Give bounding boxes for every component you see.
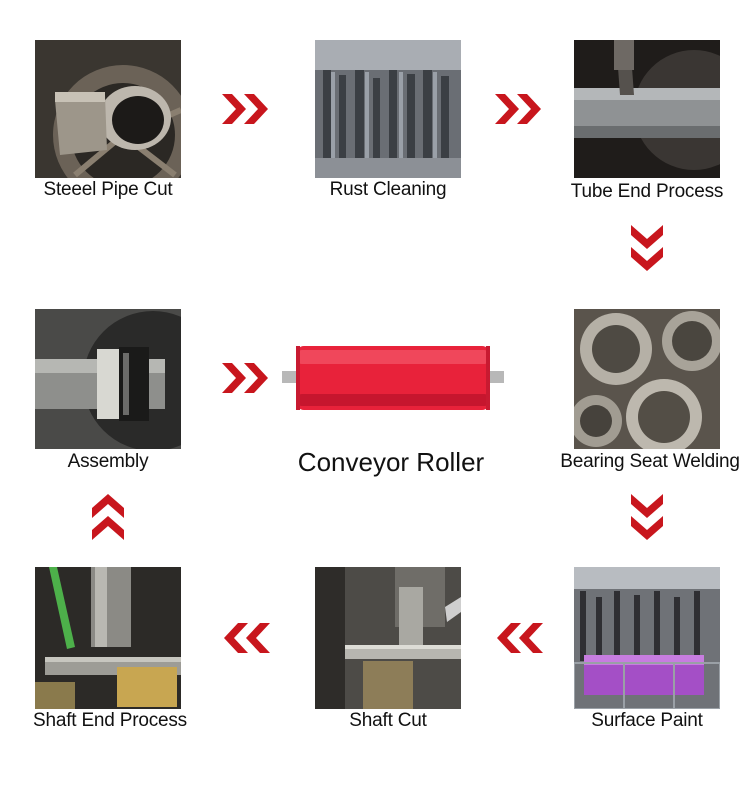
arrow-right-icon — [222, 363, 270, 393]
photo-surface-paint — [574, 567, 720, 709]
bearing-seat-welding-image — [574, 309, 720, 449]
label-shaft-end-process: Shaft End Process — [33, 710, 187, 731]
arrow-down-icon — [631, 225, 663, 273]
photo-rust-cleaning — [315, 40, 461, 178]
label-rust-cleaning: Rust Cleaning — [329, 179, 447, 200]
surface-paint-image — [574, 567, 720, 709]
shaft-cut-image — [315, 567, 461, 709]
arrow-down-icon — [631, 494, 663, 542]
label-tube-end-process: Tube End Process — [570, 181, 724, 202]
steel-pipe-cut-image — [35, 40, 181, 178]
conveyor-roller-image — [282, 346, 504, 410]
arrow-up-icon — [92, 494, 124, 542]
product-label: Conveyor Roller — [297, 447, 485, 477]
arrow-right-icon — [222, 94, 270, 124]
tube-end-process-image — [574, 40, 720, 178]
rust-cleaning-image — [315, 40, 461, 178]
photo-assembly — [35, 309, 181, 449]
photo-shaft-cut — [315, 567, 461, 709]
label-surface-paint: Surface Paint — [591, 710, 703, 731]
assembly-image — [35, 309, 181, 449]
label-shaft-cut: Shaft Cut — [349, 710, 427, 731]
arrow-left-icon — [495, 623, 543, 653]
arrow-right-icon — [495, 94, 543, 124]
label-bearing-seat-welding: Bearing Seat Welding — [560, 451, 740, 472]
photo-tube-end-process — [574, 40, 720, 178]
shaft-end-process-image — [35, 567, 181, 709]
label-steel-pipe-cut: Steeel Pipe Cut — [43, 179, 173, 200]
photo-conveyor-roller — [282, 338, 504, 418]
label-assembly: Assembly — [67, 451, 149, 472]
photo-shaft-end-process — [35, 567, 181, 709]
arrow-left-icon — [222, 623, 270, 653]
photo-bearing-seat-welding — [574, 309, 720, 449]
photo-steel-pipe-cut — [35, 40, 181, 178]
